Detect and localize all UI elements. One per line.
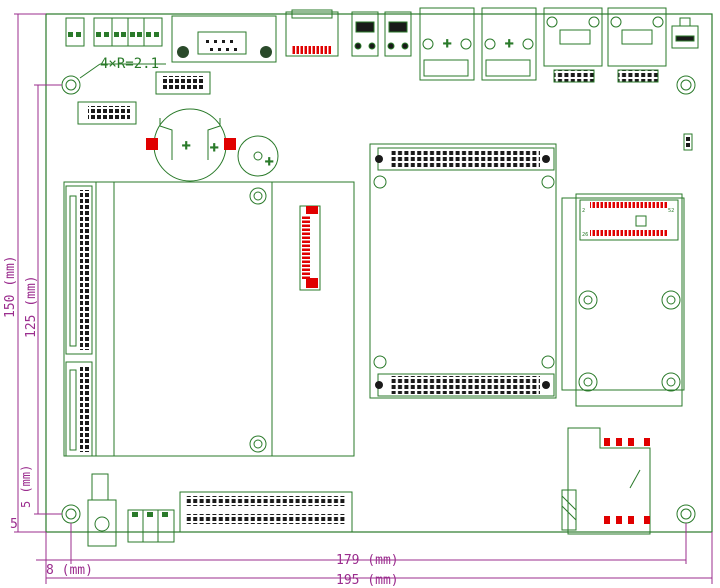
mini-pcie-pin-label: 26	[582, 232, 588, 238]
dimension-width-inner: 179 (mm)	[336, 553, 399, 568]
db9-connector-com2	[607, 7, 667, 83]
mounting-hole	[676, 504, 696, 524]
svg-text:+: +	[265, 154, 273, 170]
gpio-header-vertical	[65, 185, 93, 355]
dimension-height-inner: 125 (mm)	[24, 275, 39, 338]
jumper	[683, 133, 693, 151]
sim-card-slot	[561, 427, 651, 535]
mounting-hole	[676, 75, 696, 95]
som-module	[369, 143, 557, 399]
hdmi-connector	[285, 9, 339, 57]
dc-power-jack	[671, 17, 699, 49]
svg-text:+: +	[443, 36, 451, 52]
lvds-module-area	[63, 181, 355, 457]
audio-jack-1	[351, 11, 379, 57]
hole-leader-line	[79, 63, 101, 79]
battery-holder: + +	[146, 108, 236, 182]
rj45-connector-1: +	[419, 7, 475, 81]
pin-header	[77, 101, 137, 125]
dimension-width-outer: 195 (mm)	[336, 573, 399, 588]
mini-pcie-pin-label: 2	[582, 208, 585, 214]
board-outline	[45, 13, 713, 533]
audio-jack-2	[384, 11, 412, 57]
dimension-width-offset: 8 (mm)	[46, 563, 93, 578]
svg-text:+: +	[505, 36, 513, 52]
som-connector-top	[375, 147, 555, 171]
dimension-lines	[14, 13, 713, 584]
db9-connector-top	[171, 15, 277, 63]
gpio-header-bottom	[179, 491, 353, 533]
svg-text:+: +	[182, 138, 190, 154]
mounting-hole	[61, 75, 81, 95]
hole-annotation: 4×R=2.1	[100, 56, 159, 72]
dimension-top-small: 5	[10, 517, 18, 532]
mounting-hole	[61, 504, 81, 524]
dimension-height-small: 5 (mm)	[19, 465, 33, 508]
terminal-blocks-top	[65, 17, 163, 47]
som-connector-bottom	[375, 373, 555, 397]
mini-pcie-pin-label: 52	[668, 208, 674, 214]
fpc-connector	[299, 205, 321, 291]
dimension-height-outer: 150 (mm)	[3, 255, 18, 318]
pin-header	[155, 71, 211, 95]
mini-pcie-slot	[561, 193, 685, 407]
terminal-block-bottom	[127, 509, 175, 543]
buzzer: +	[237, 135, 279, 177]
db9-connector-com1	[543, 7, 603, 83]
dc-jack-bottom	[87, 473, 117, 547]
gpio-header-vertical	[65, 361, 93, 457]
svg-text:+: +	[210, 140, 218, 156]
rj45-connector-2: +	[481, 7, 537, 81]
